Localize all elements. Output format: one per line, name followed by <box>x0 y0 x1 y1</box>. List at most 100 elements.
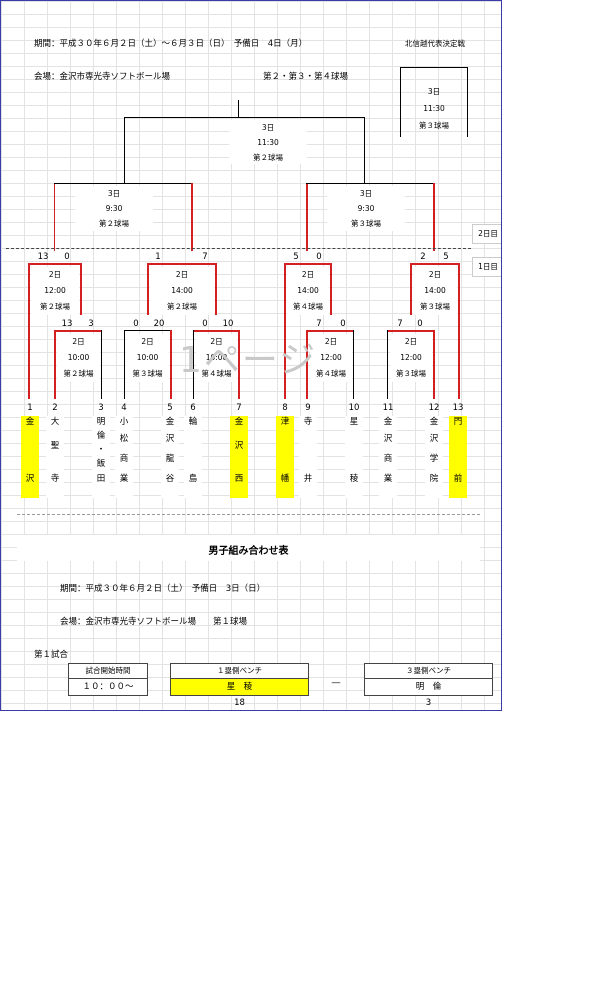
final-line <box>124 117 364 118</box>
q4-line <box>458 263 460 399</box>
f3-line <box>238 330 240 399</box>
bench3-score: 3 <box>425 698 432 708</box>
q3-line <box>284 263 332 265</box>
final-info: 3日 11:30 第２球場 <box>229 120 307 164</box>
team-number: 2 <box>52 403 58 413</box>
team-name-char: 松 商 <box>119 434 129 464</box>
team-name-char: 沢 <box>234 441 244 451</box>
f1-day: 2日 <box>72 337 85 346</box>
team-name-char: 金 <box>165 417 175 427</box>
semi1-day: 3日 <box>107 189 121 198</box>
f4-score-right: 0 <box>340 319 346 329</box>
f5-day: 2日 <box>404 337 418 346</box>
f3-score-right: 10 <box>222 319 234 329</box>
team-name-char: 西 <box>234 474 244 484</box>
semi1-line <box>54 183 192 184</box>
team-name-char: 井 <box>303 474 313 484</box>
f3-score-left: 0 <box>202 319 208 329</box>
f2-line <box>124 330 171 331</box>
semi1-line <box>54 183 55 251</box>
semi1-field: 第２球場 <box>99 219 129 228</box>
team-name-char: 幡 <box>280 474 290 484</box>
team-seiryo: 星稜 <box>345 416 363 498</box>
q1-line <box>80 263 82 315</box>
team-number: 4 <box>121 403 127 413</box>
team-name-char: 田 <box>96 474 106 484</box>
section-divider <box>17 514 480 515</box>
f3-line <box>193 330 240 332</box>
hokushin-line <box>400 67 401 137</box>
q1-score-right: 0 <box>64 252 70 262</box>
team-number: 3 <box>98 403 104 413</box>
q4-line <box>410 263 412 315</box>
q2-info: 2日 14:00 第２球場 <box>150 267 214 315</box>
team-name-char: 明 <box>96 417 106 427</box>
team-name-char: 沢 <box>25 474 35 484</box>
start-time-label: 試合開始時間 <box>68 663 148 678</box>
semi2-line <box>306 183 434 184</box>
hokushin-label: 北信越代表決定戦 <box>405 39 465 48</box>
team-name-char: 業 <box>383 474 393 484</box>
period-text: 期間：平成３０年６月２日（土）～６月３日（日） 予備日 4日（月） <box>34 39 308 49</box>
team-name-char: 門 <box>453 417 463 427</box>
semi2-line <box>306 183 308 251</box>
f1-time: 10:00 <box>67 353 90 362</box>
f1-info: 2日 10:00 第２球場 <box>57 334 100 382</box>
semi2-info: 3日 9:30 第３球場 <box>327 186 405 231</box>
team-name-char: 小 <box>119 417 129 427</box>
f4-score-left: 7 <box>316 319 322 329</box>
q2-field: 第２球場 <box>167 302 197 311</box>
team-name-char: 稜 <box>349 474 359 484</box>
q4-time: 14:00 <box>424 286 446 295</box>
f5-time: 12:00 <box>400 353 422 362</box>
team-name-char: 島 <box>188 474 198 484</box>
f2-day: 2日 <box>141 337 154 346</box>
hokushin-day: 3日 <box>427 87 441 96</box>
title-band <box>17 535 480 561</box>
day1-label: 1日目 <box>472 257 501 277</box>
q1-time: 12:00 <box>44 286 66 295</box>
fields-text: 第２・第３・第４球場 <box>263 72 349 82</box>
q4-score-right: 5 <box>443 252 449 262</box>
bench3-label: ３塁側ベンチ <box>364 663 493 678</box>
f4-line <box>353 330 354 399</box>
team-number: 10 <box>348 403 360 413</box>
f3-day: 2日 <box>210 337 223 346</box>
start-time-value: １０：００～ <box>68 678 148 696</box>
team-name-char: 輪 <box>188 417 198 427</box>
f2-info: 2日 10:00 第３球場 <box>126 334 169 382</box>
team-number: 7 <box>236 403 242 413</box>
team-name-char: 金 <box>383 417 393 427</box>
f5-score-left: 7 <box>397 319 403 329</box>
team-kanazawa-shogyo: 金沢 商業 <box>379 416 397 498</box>
day-divider <box>6 248 471 249</box>
team-number: 13 <box>452 403 464 413</box>
q3-line <box>284 263 286 399</box>
f4-line <box>306 330 354 332</box>
f5-info: 2日 12:00 第３球場 <box>390 334 432 382</box>
f2-line <box>124 330 125 399</box>
f3-field: 第４球場 <box>201 369 232 378</box>
q4-line <box>410 263 460 265</box>
page-watermark: 1ページ <box>179 340 318 381</box>
team-name-char: 金 <box>429 417 439 427</box>
f5-score-right: 0 <box>417 319 423 329</box>
team-name-char: 津 <box>280 417 290 427</box>
bench3-team: 明 倫 <box>364 678 493 696</box>
f2-score-right: 20 <box>153 319 165 329</box>
team-name-char: 谷 <box>165 474 175 484</box>
f2-field: 第３球場 <box>132 369 163 378</box>
final-time: 11:30 <box>257 138 279 147</box>
q4-day: 2日 <box>428 270 442 279</box>
q3-score-left: 5 <box>293 252 299 262</box>
q4-field: 第３球場 <box>420 302 450 311</box>
q1-info: 2日 12:00 第２球場 <box>31 267 79 315</box>
team-name-char <box>21 429 39 473</box>
team-kanazawa-gakuin: 金沢 学院 <box>425 416 443 498</box>
semi1-time: 9:30 <box>105 204 123 213</box>
final-line <box>364 117 365 184</box>
q2-day: 2日 <box>175 270 189 279</box>
f4-time: 12:00 <box>320 353 342 362</box>
final-line <box>124 117 125 184</box>
team-name-char: 沢 龍 <box>165 434 175 464</box>
